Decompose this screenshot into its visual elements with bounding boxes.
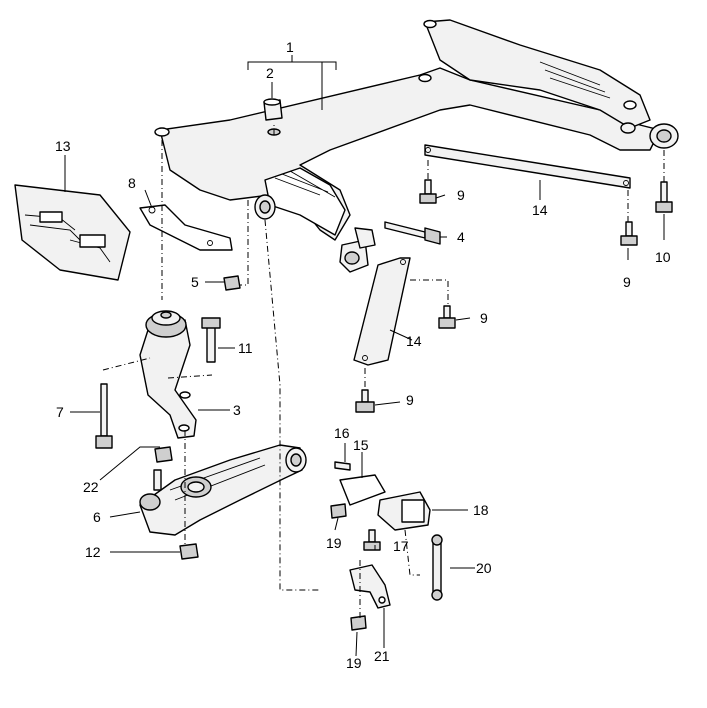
callout-9-bottom: 9	[406, 392, 414, 408]
reinforcement-strut	[424, 144, 631, 189]
level-sensor	[339, 474, 431, 531]
callout-12: 12	[85, 544, 101, 560]
callout-6: 6	[93, 509, 101, 525]
callout-9-middle: 9	[480, 310, 488, 326]
alignment-lines	[102, 125, 665, 620]
callout-15: 15	[353, 437, 369, 453]
engine-mount-bracket	[139, 310, 197, 439]
callout-8: 8	[128, 175, 136, 191]
callout-14-upper: 14	[532, 202, 548, 218]
callout-2: 2	[266, 65, 274, 81]
heat-shield	[14, 184, 131, 281]
callout-5: 5	[191, 274, 199, 290]
callout-19-lower: 19	[346, 655, 362, 671]
callout-11: 11	[238, 340, 253, 356]
callout-19-upper: 19	[326, 535, 342, 551]
callout-3: 3	[233, 402, 241, 418]
callout-1: 1	[286, 39, 294, 55]
drop-link	[431, 534, 443, 601]
callout-16: 16	[334, 425, 350, 441]
callout-4: 4	[457, 229, 465, 245]
callout-9-top: 9	[457, 187, 465, 203]
callout-7: 7	[56, 404, 64, 420]
callout-21: 21	[374, 648, 390, 664]
callout-9-right: 9	[623, 274, 631, 290]
callout-labels: 1 2 13 8 5 9 14 4 9 10 9 14 9 11 7 3 22 …	[55, 39, 671, 671]
callout-17: 17	[393, 538, 409, 554]
callout-10: 10	[655, 249, 671, 265]
callout-20: 20	[476, 560, 492, 576]
lower-control-arm	[139, 444, 307, 536]
bolts	[95, 179, 673, 551]
leader-lines	[64, 55, 665, 657]
callout-18: 18	[473, 502, 489, 518]
mounting-bracket	[139, 204, 233, 251]
callout-13: 13	[55, 138, 71, 154]
front-crossmember	[154, 19, 679, 273]
nuts	[154, 275, 367, 631]
callout-22: 22	[83, 479, 99, 495]
callout-14-lower: 14	[406, 333, 422, 349]
reinforcement-strut	[353, 257, 411, 366]
sensor-bracket	[349, 564, 391, 609]
